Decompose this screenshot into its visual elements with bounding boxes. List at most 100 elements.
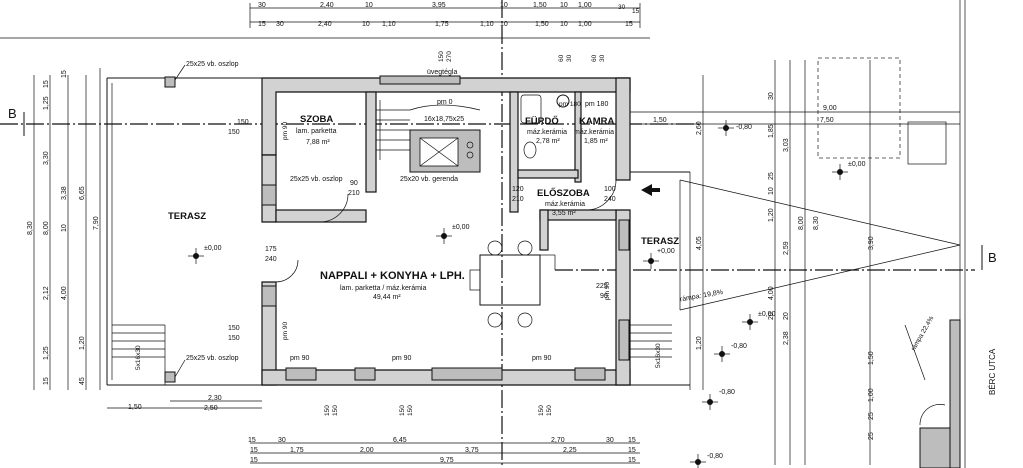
column-bottom-label: 25x25 vb. oszlop <box>186 355 239 362</box>
dim-top-2-4: 1,10 <box>382 21 396 28</box>
room-nappali-finish: lam. parketta / máz.kerámia <box>340 285 426 292</box>
level-nappali: ±0,00 <box>452 224 470 231</box>
column-bottom <box>164 371 176 383</box>
room-kamra-finish: máz.kerámia <box>574 129 614 136</box>
wm-4: 60 <box>591 54 598 62</box>
dim-left-2: 3,30 <box>43 151 50 165</box>
dim-ra-8: 4,00 <box>768 286 775 300</box>
dim-b1-2: 6,45 <box>393 437 407 444</box>
section-mark-right: B <box>988 250 997 265</box>
dim-left-5: 15 <box>43 377 50 385</box>
dim-top-1-8: 30 <box>618 4 626 11</box>
dim-left-1: 1,25 <box>43 96 50 110</box>
door-175: 175 <box>265 246 277 253</box>
dim-ra-4: 10 <box>768 187 775 195</box>
pm180-kamra: pm 180 <box>585 101 608 108</box>
dim-ra-3: 25 <box>768 172 775 180</box>
dim-lefttot-3: 7,90 <box>93 216 100 230</box>
nappali-pm90-b: pm 90 <box>604 282 611 300</box>
dim-ra-14: 25 <box>868 412 875 420</box>
dining-table <box>479 254 541 306</box>
szoba-pm90: pm 90 <box>282 122 289 140</box>
terasz-right-level: +0,00 <box>657 248 675 255</box>
szoba-door-w: 90 <box>350 180 358 187</box>
dim-top-2-5: 1,75 <box>435 21 449 28</box>
nappali-pm90-a: pm 90 <box>282 322 289 340</box>
room-eloszoba-area: 3,55 m² <box>552 210 576 217</box>
window-150: 150 <box>228 325 240 332</box>
dim-ra-16: 25 <box>868 432 875 440</box>
dim-tr-1: 7,50 <box>820 117 834 124</box>
room-eloszoba-finish: máz.kerámia <box>545 201 585 208</box>
column-mid-label: 25x25 vb. oszlop <box>290 176 343 183</box>
wm-0: 150 <box>438 51 445 62</box>
wm-7: 150 <box>332 405 339 416</box>
wm-8: 150 <box>399 405 406 416</box>
dim-b2-1: 1,75 <box>290 447 304 454</box>
room-furdo-area: 2,78 m² <box>536 138 560 145</box>
ramp2-label: rámpa 22,4% <box>910 315 936 352</box>
dim-top-2-11: 15 <box>625 21 633 28</box>
wm-10: 150 <box>538 405 545 416</box>
dim-b1-4: 30 <box>606 437 614 444</box>
dim-top-1-5: 1,50 <box>533 2 547 9</box>
dim-rb-0: 2,60 <box>696 121 703 135</box>
dim-b3-0: 15 <box>250 457 258 464</box>
room-szoba-name: SZOBA <box>300 114 333 125</box>
steps-left: 5x16x30 <box>112 324 166 385</box>
room-terasz-right: TERASZ <box>641 236 679 247</box>
szoba-door-h: 210 <box>348 190 360 197</box>
dim-b2-4: 2,25 <box>563 447 577 454</box>
dim-ra-11: 20 <box>783 312 790 320</box>
stair-label: 16x18,75x25 <box>424 116 464 123</box>
beam-label: 25x20 vb. gerenda <box>400 176 458 183</box>
dim-top-2-1: 30 <box>276 21 284 28</box>
stair-area: üvegtégla pm 0 16x18,75x25 150 270 <box>376 51 481 160</box>
dim-top-2-10: 1,00 <box>578 21 592 28</box>
level-terasz: ±0,00 <box>204 245 222 252</box>
level-r2: ±0,00 <box>848 161 866 168</box>
window-225-h: 90 <box>600 293 608 300</box>
dim-b2-5: 15 <box>628 447 636 454</box>
dim-leftmid-5: 45 <box>79 377 86 385</box>
dim-top-2-3: 10 <box>362 21 370 28</box>
dim-bs-0: 1,50 <box>128 404 142 411</box>
pm90-bottom-1: pm 90 <box>290 355 310 362</box>
window-225: 225 <box>596 283 608 290</box>
dim-lefttot-1: 8,00 <box>43 221 50 235</box>
left-dimension-chains: 15 1,25 3,30 2,12 1,25 15 15 3,38 10 4,0… <box>27 68 101 390</box>
column-top-label: 25x25 vb. oszlop <box>186 61 239 68</box>
room-szoba-area: 7,88 m² <box>306 139 330 146</box>
room-szoba-finish: lam. parketta <box>296 128 337 135</box>
level-r3: ±0,00 <box>758 311 776 318</box>
street-label: BÉRC UTCA <box>988 348 997 395</box>
dim-ra-15: 1,00 <box>868 388 875 402</box>
dim-b2-0: 15 <box>250 447 258 454</box>
dim-leftmid-2: 10 <box>61 224 68 232</box>
room-nappali: NAPPALI + KONYHA + LPH. lam. parketta / … <box>228 224 611 416</box>
dim-b1-0: 15 <box>248 437 256 444</box>
dim-rb-1: 8,00 <box>798 216 805 230</box>
pm0-label: pm 0 <box>437 99 453 106</box>
room-terasz-left: TERASZ <box>168 211 206 222</box>
right-dimension-chains: 30 1,85 3,03 25 10 1,20 2,59 4,05 4,00 2… <box>696 60 875 465</box>
dim-ra-10: 1,20 <box>696 336 703 350</box>
room-nappali-area: 49,44 m² <box>373 294 401 301</box>
interior-walls <box>275 91 617 251</box>
dim-ra-0: 30 <box>768 92 775 100</box>
dim-top-2-7: 10 <box>500 21 508 28</box>
dim-top-1-3: 3,95 <box>432 2 446 9</box>
window-150-h: 150 <box>228 335 240 342</box>
dim-b3-2: 15 <box>628 457 636 464</box>
wm-1: 270 <box>446 51 453 62</box>
door-120-h: 210 <box>512 196 524 203</box>
door-175-h: 240 <box>265 256 277 263</box>
szoba-window-w: 150 <box>237 119 249 126</box>
level-r6: -0,80 <box>707 453 723 460</box>
dim-leftmid-4: 1,20 <box>79 336 86 350</box>
dim-top-1-1: 2,40 <box>320 2 334 9</box>
room-furdo-name: FÜRDŐ <box>525 115 559 127</box>
wm-6: 150 <box>324 405 331 416</box>
room-szoba: SZOBA lam. parketta 7,88 m² pm 90 150 15… <box>228 114 458 223</box>
